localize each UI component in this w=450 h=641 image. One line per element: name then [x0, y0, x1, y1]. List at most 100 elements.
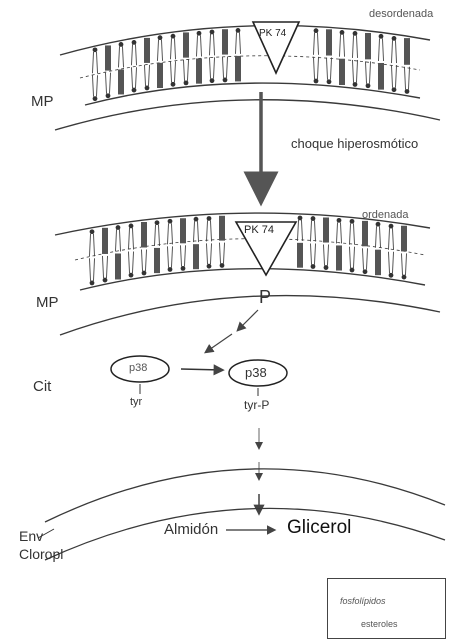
- phospholipid-head: [311, 216, 316, 221]
- phospholipid-head: [210, 30, 215, 35]
- phospholipid-head: [116, 225, 121, 230]
- hyperosmotic-shock-label: choque hiperosmótico: [291, 136, 418, 151]
- phospholipid-tail: [168, 246, 173, 267]
- sterol-mark: [102, 228, 108, 254]
- bottom-membrane-lower-arc: [60, 296, 440, 335]
- cytoplasm-label: Cit: [33, 378, 51, 395]
- plasma-membrane-label-bottom: MP: [36, 294, 59, 311]
- sterol-mark: [157, 63, 163, 88]
- phospholipid-head: [168, 267, 173, 272]
- top-membrane-lipids: [93, 28, 411, 101]
- phospholipid-tail: [327, 58, 332, 80]
- top-membrane-state: desordenada: [369, 8, 433, 20]
- p38-inactive-name: p38: [129, 362, 147, 374]
- phospholipid-head: [366, 83, 371, 88]
- bottom-kinase-label: PK 74: [244, 224, 274, 236]
- phospholipid-head: [314, 28, 319, 33]
- phospholipid-head: [379, 34, 384, 39]
- sterol-mark: [404, 38, 410, 65]
- phospholipid-tail: [405, 67, 410, 90]
- phospholipid-tail: [220, 243, 225, 264]
- phospholipid-head: [155, 220, 160, 225]
- sterol-mark: [115, 253, 121, 279]
- phospholipid-tail: [142, 250, 147, 271]
- phospholipid-tail: [106, 73, 111, 94]
- p38-activation-arrow: [181, 369, 222, 370]
- envelope-outer-arc: [45, 469, 445, 522]
- sterol-mark: [362, 221, 368, 246]
- phospholipid-tail: [132, 44, 137, 65]
- phospholipid-head: [119, 42, 124, 47]
- top-membrane-outer-edge: [60, 26, 430, 55]
- phospholipid-tail: [392, 65, 397, 88]
- sterol-mark: [183, 32, 189, 57]
- phospholipid-head: [90, 281, 95, 286]
- bottom-membrane-inner-edge: [80, 269, 425, 290]
- sterol-mark: [235, 56, 241, 82]
- sterol-mark: [154, 248, 160, 273]
- phospholipid-head: [402, 275, 407, 280]
- phospholipid-head: [353, 31, 358, 36]
- phospholipid-tail: [116, 230, 121, 252]
- chloroplast-label: Cloropl: [19, 546, 63, 562]
- phospholipid-tail: [171, 61, 176, 82]
- top-membrane-lower-arc: [55, 100, 440, 130]
- glycerol-label: Glicerol: [287, 517, 351, 539]
- phospholipid-head: [340, 30, 345, 35]
- phospholipid-head: [184, 80, 189, 85]
- phospholipid-tail: [379, 38, 384, 61]
- phospholipid-head: [207, 264, 212, 269]
- phospholipid-head: [132, 88, 137, 93]
- phospholipid-tail: [366, 61, 371, 83]
- sterol-mark: [378, 63, 384, 90]
- plasma-membrane-label-top: MP: [31, 93, 54, 110]
- top-kinase-label: PK 74: [259, 28, 286, 39]
- phospho-label: P: [259, 287, 271, 308]
- phospholipid-tail: [314, 33, 319, 55]
- phospholipid-head: [158, 35, 163, 40]
- phospholipid-head: [194, 217, 199, 222]
- sterol-mark: [336, 245, 342, 270]
- phospholipid-tail: [184, 60, 189, 81]
- phospholipid-head: [142, 271, 147, 276]
- phospholipid-tail: [119, 46, 124, 67]
- sterol-mark: [196, 58, 202, 83]
- phospholipid-head: [405, 89, 410, 94]
- phospholipid-head: [223, 78, 228, 83]
- phospholipid-head: [298, 216, 303, 221]
- phospholipid-head: [207, 216, 212, 221]
- phospholipid-tail: [223, 57, 228, 78]
- phospholipid-head: [171, 82, 176, 87]
- phospholipid-head: [392, 87, 397, 92]
- sterol-mark: [180, 218, 186, 243]
- phospholipid-tail: [103, 256, 108, 278]
- sterol-mark: [375, 250, 381, 275]
- phospholipid-tail: [181, 245, 186, 266]
- sterol-mark: [323, 218, 329, 243]
- sterol-mark: [222, 29, 228, 54]
- phospholipid-head: [337, 218, 342, 223]
- sterol-mark: [219, 216, 225, 241]
- phospholipid-tail: [93, 75, 98, 96]
- phospholipid-tail: [132, 67, 137, 88]
- phospholipid-tail: [353, 60, 358, 83]
- phospholipid-head: [327, 79, 332, 84]
- phospholipid-tail: [311, 244, 316, 265]
- phospholipid-head: [129, 224, 134, 229]
- phospholipid-head: [93, 96, 98, 101]
- phospholipid-tail: [298, 220, 303, 241]
- sterol-mark: [105, 45, 111, 70]
- phospholipid-head: [376, 222, 381, 227]
- phospholipid-tail: [197, 35, 202, 56]
- bottom-membrane-state: ordenada: [362, 209, 409, 221]
- legend-box: [327, 578, 446, 639]
- chloroplast-envelope: [45, 469, 445, 560]
- phospholipid-tail: [314, 57, 319, 79]
- phospholipid-head: [181, 266, 186, 271]
- phospholipid-tail: [236, 32, 241, 54]
- phospholipid-head: [171, 34, 176, 39]
- phospholipid-tail: [210, 57, 215, 78]
- phospholipid-tail: [350, 247, 355, 268]
- phospholipid-head: [311, 264, 316, 269]
